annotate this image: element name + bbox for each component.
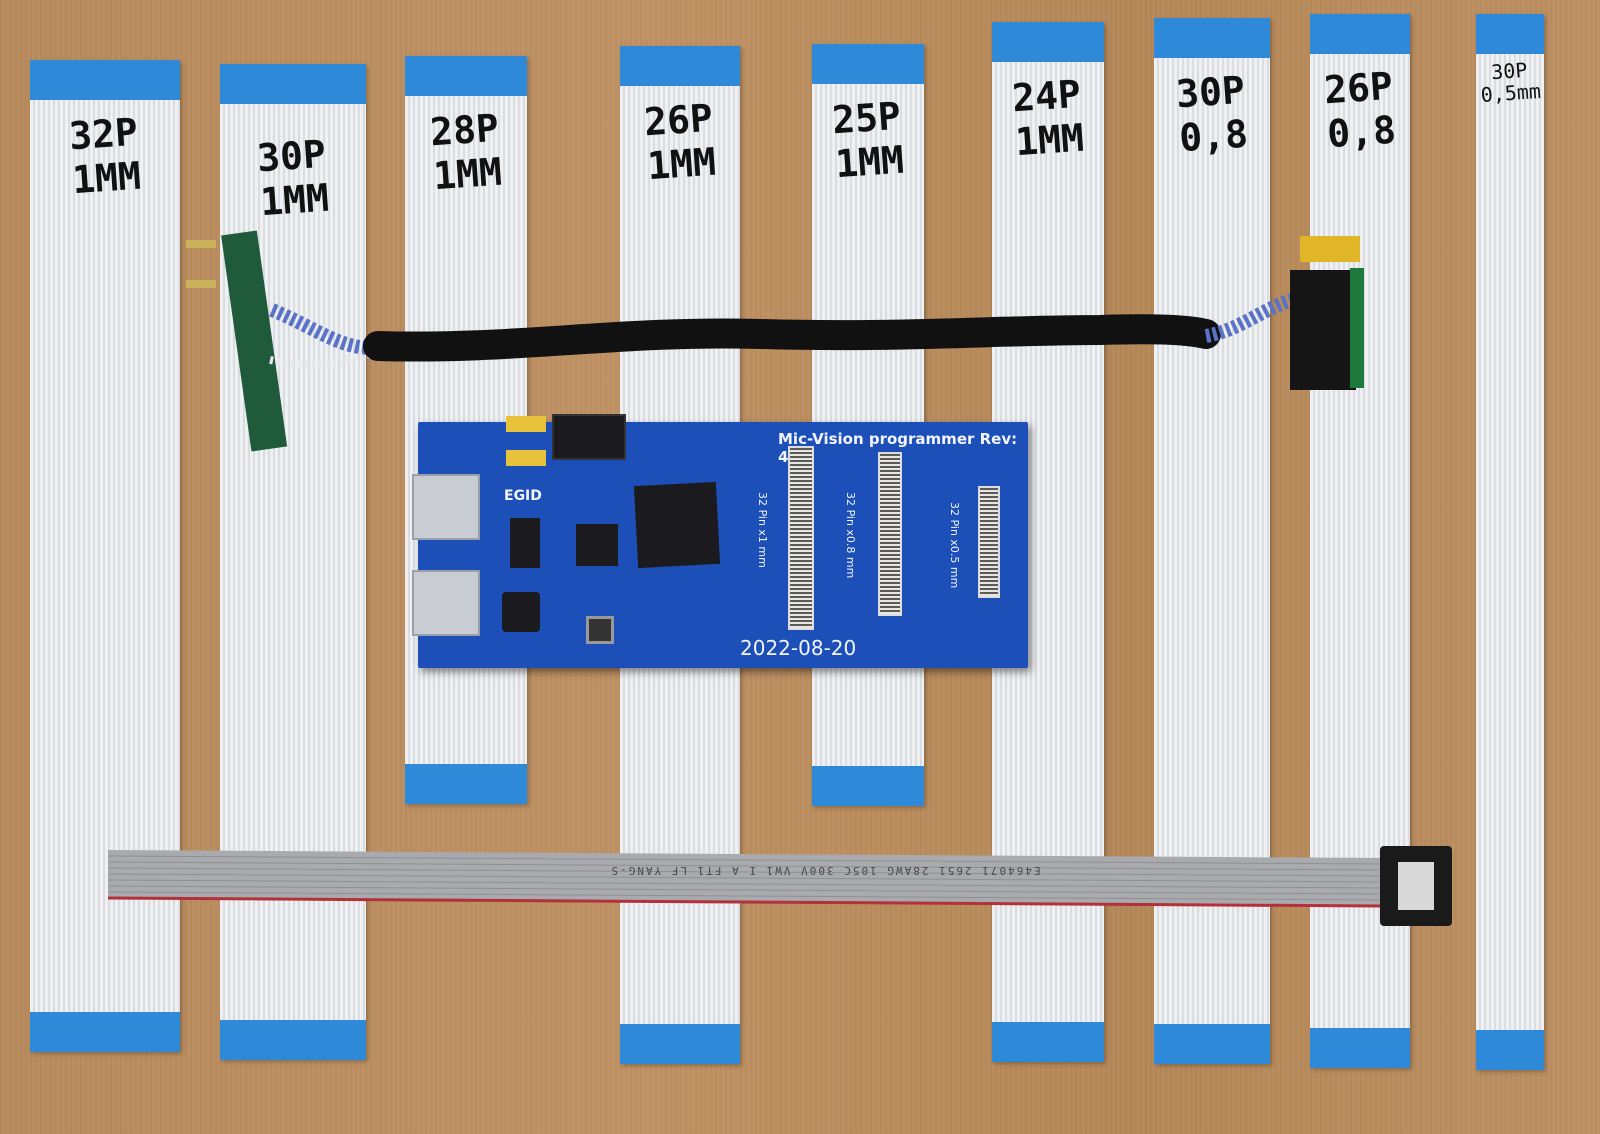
fpc-connector-0-8mm (878, 452, 902, 616)
wire-bundle-left (269, 303, 381, 356)
idc-connector-slot (1398, 862, 1434, 910)
flat-cable-print: E464071 2651 28AWG 105C 300V VW1 I A FT1… (609, 864, 1041, 877)
lvds-left-connector (221, 230, 288, 452)
lvds-right-pcb-edge (1350, 268, 1364, 388)
pin-header-top (506, 416, 546, 432)
ribbon-tab-bottom (405, 764, 527, 804)
ribbon-tab-bottom (992, 1022, 1104, 1062)
pin-header-mid (506, 450, 546, 466)
fpc-connector-1mm (788, 446, 814, 630)
programmer-board: Mic-Vision programmer Rev: 4.1 EGID 2022… (412, 414, 1028, 668)
lvds-gold-contacts (1300, 236, 1360, 262)
lvds-cable (186, 230, 1364, 452)
idc-header-socket (552, 414, 626, 460)
ribbon-tab-bottom (30, 1012, 180, 1052)
microcontroller (633, 481, 721, 569)
fpc-connector-0-5mm (978, 486, 1000, 598)
ribbon-tab-bottom (812, 766, 924, 806)
ribbon-tab-bottom (220, 1020, 366, 1060)
board-egid-label: EGID (504, 488, 542, 504)
ribbon-tab-bottom (1154, 1024, 1270, 1064)
lvds-right-connector (1290, 270, 1356, 390)
small-ic (510, 518, 540, 568)
ribbon-tab-top (1154, 18, 1270, 58)
reset-button[interactable] (586, 616, 614, 644)
buzzer (502, 592, 540, 632)
usb-port-bottom (412, 570, 480, 636)
board-title: Mic-Vision programmer Rev: 4.1 (778, 430, 1018, 466)
board-date: 2022-08-20 (740, 636, 857, 660)
ribbon-tab-top (1476, 14, 1544, 54)
ribbon-tab-top (992, 22, 1104, 62)
ribbon-tab-top (220, 64, 366, 104)
connector-label-0-8mm: 32 Pin x0.8 mm (844, 492, 857, 579)
flat-cable-red-stripe (107, 896, 1381, 908)
pin-header (186, 280, 216, 288)
usb-port-top (412, 474, 480, 540)
ribbon-tab-top (620, 46, 740, 86)
connector-label-1mm: 32 Pin x1 mm (756, 492, 769, 568)
ribbon-tab-top (1310, 14, 1410, 54)
ribbon-tab-top (812, 44, 924, 84)
ribbon-tab-top (405, 56, 527, 96)
pin-header (186, 240, 216, 248)
ribbon-tab-bottom (1476, 1030, 1544, 1070)
qfp-ic-small (576, 524, 618, 566)
ribbon-tab-bottom (620, 1024, 740, 1064)
ribbon-tab-bottom (1310, 1028, 1410, 1068)
connector-label-0-5mm: 32 Pin x0.5 mm (948, 502, 961, 589)
lvds-sleeve (363, 314, 1221, 362)
ribbon-tab-top (30, 60, 180, 100)
wire-bundle-right (1204, 293, 1295, 343)
gray-flat-cable (107, 846, 1452, 926)
